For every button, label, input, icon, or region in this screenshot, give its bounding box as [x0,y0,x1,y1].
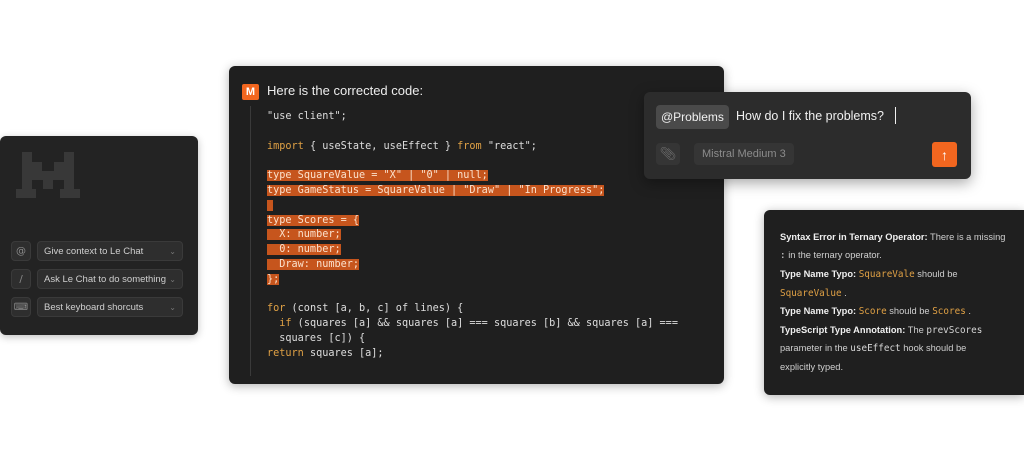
chevron-down-icon: ⌄ [169,246,176,256]
problem-line: Type Name Typo: Score should be Scores . [780,306,971,317]
send-button[interactable]: ↑ [932,142,957,167]
problem-line: SquareValue . [780,288,847,299]
code-line: "use client"; [267,111,347,122]
side-item-context[interactable]: @ Give context to Le Chat ⌄ [11,241,183,261]
problem-line: parameter in the useEffect hook should b… [780,343,967,354]
problems-panel: Syntax Error in Ternary Operator: There … [764,210,1024,395]
code-line: squares [c]) { [267,332,366,344]
problem-line: TypeScript Type Annotation: The prevScor… [780,325,983,336]
code-line: X: number; [267,229,341,241]
side-item-field[interactable]: Best keyboard shorcuts ⌄ [37,297,183,317]
problem-line: Syntax Error in Ternary Operator: There … [780,232,1006,242]
side-item-label: Give context to Le Chat [44,245,144,257]
code-divider [250,106,251,376]
side-item-label: Best keyboard shorcuts [44,301,144,313]
response-intro: Here is the corrected code: [267,83,424,98]
at-icon: @ [11,241,31,261]
code-line: return squares [a]; [267,347,384,359]
code-line: type GameStatus = SquareValue | "Draw" |… [267,184,605,196]
chevron-down-icon: ⌄ [169,274,176,284]
code-line [267,154,678,169]
chevron-down-icon: ⌄ [169,302,176,312]
side-item-field[interactable]: Give context to Le Chat ⌄ [37,241,183,261]
problem-line: Type Name Typo: SquareVale should be [780,269,958,280]
code-line: if (squares [a] && squares [a] === squar… [267,318,678,330]
mistral-logo-icon [16,152,80,198]
model-selector[interactable]: Mistral Medium 3 [694,143,794,165]
prompt-input[interactable]: How do I fix the problems? [736,109,884,123]
code-line: }; [267,273,280,285]
code-line: type SquareValue = "X" | "0" | null; [267,170,488,182]
problem-line: explicitly typed. [780,362,844,372]
code-line [267,199,678,214]
prompt-box[interactable]: @Problems How do I fix the problems? 📎︎ … [644,92,971,179]
side-item-shortcuts[interactable]: ⌨ Best keyboard shorcuts ⌄ [11,297,183,317]
slash-icon: / [11,269,31,289]
code-line: for (const [a, b, c] of lines) { [267,303,464,315]
side-item-field[interactable]: Ask Le Chat to do something⌄ [37,269,183,289]
side-item-ask[interactable]: / Ask Le Chat to do something⌄ [11,269,183,289]
problem-line: : in the ternary operator. [780,250,882,261]
code-line: 0: number; [267,244,341,256]
chat-response-panel: M Here is the corrected code: "use clien… [229,66,724,384]
keyboard-icon: ⌨ [11,297,31,317]
text-caret [895,107,896,124]
context-chip[interactable]: @Problems [656,105,729,129]
shortcuts-panel: @ Give context to Le Chat ⌄ / Ask Le Chat… [0,136,198,335]
paperclip-icon[interactable]: 📎︎ [656,143,680,165]
code-line: import { useState, useEffect } from "rea… [267,140,537,152]
arrow-up-icon: ↑ [941,146,948,163]
code-line: type Scores = { [267,214,360,226]
mistral-badge-icon: M [242,84,259,100]
code-line: Draw: number; [267,258,360,270]
code-line [267,125,678,140]
side-item-label: Ask Le Chat to do something [44,273,166,285]
code-block[interactable]: "use client"; import { useState, useEffec… [267,110,678,362]
code-line [267,288,678,303]
